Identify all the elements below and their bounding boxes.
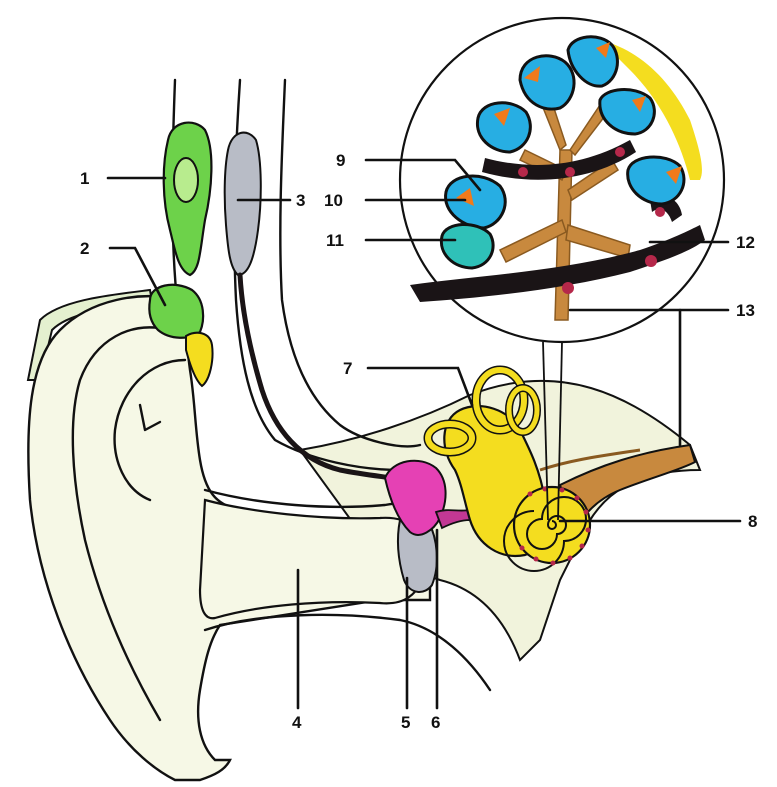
- structure-3-group: [225, 133, 392, 478]
- head-outline-mid: [234, 80, 400, 470]
- label-2: 2: [80, 239, 89, 258]
- label-3: 3: [296, 191, 305, 210]
- label-11: 11: [326, 231, 344, 250]
- label-7: 7: [343, 359, 352, 378]
- label-4: 4: [292, 713, 302, 732]
- label-10: 10: [324, 191, 343, 210]
- label-5: 5: [401, 713, 410, 732]
- label-9: 9: [336, 151, 345, 170]
- ear-canal: [200, 500, 430, 618]
- label-13: 13: [736, 301, 755, 320]
- ear-canal-lower-wall: [205, 615, 490, 690]
- structure-1-inner-ring: [174, 158, 198, 202]
- label-6: 6: [431, 713, 440, 732]
- leader-7: [368, 368, 472, 405]
- label-12: 12: [736, 233, 755, 252]
- label-8: 8: [748, 512, 757, 531]
- head-outline-right: [280, 80, 420, 446]
- label-1: 1: [80, 169, 89, 188]
- structure-1-group: [164, 123, 212, 275]
- structure-3-gray-body: [225, 133, 261, 275]
